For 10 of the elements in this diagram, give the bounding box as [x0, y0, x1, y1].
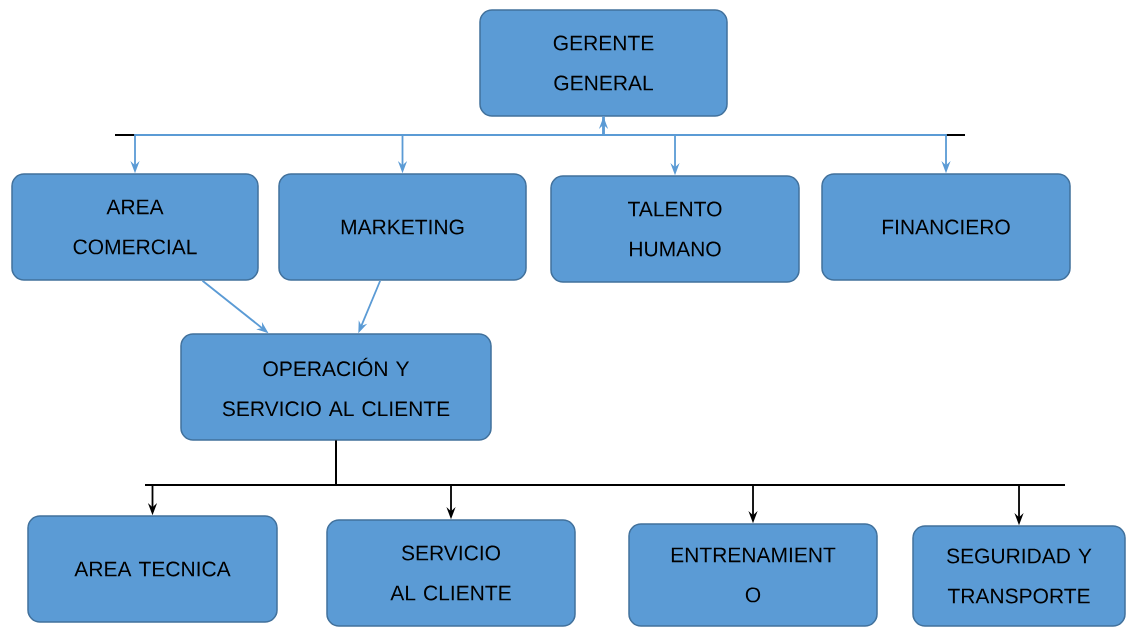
org-box: AREA TECNICA — [27, 515, 278, 623]
org-box: TALENTO HUMANO — [550, 175, 800, 283]
org-box: FINANCIERO — [821, 173, 1071, 281]
org-box: GERENTE GENERAL — [479, 9, 728, 117]
org-box: OPERACIÓN Y SERVICIO AL CLIENTE — [180, 333, 492, 441]
org-box: ENTRENAMIENT O — [628, 523, 878, 627]
org-box: SEGURIDAD Y TRANSPORTE — [912, 525, 1126, 627]
org-box: SERVICIO AL CLIENTE — [326, 519, 576, 627]
org-box: MARKETING — [278, 173, 527, 281]
org-box: AREA COMERCIAL — [11, 173, 259, 281]
